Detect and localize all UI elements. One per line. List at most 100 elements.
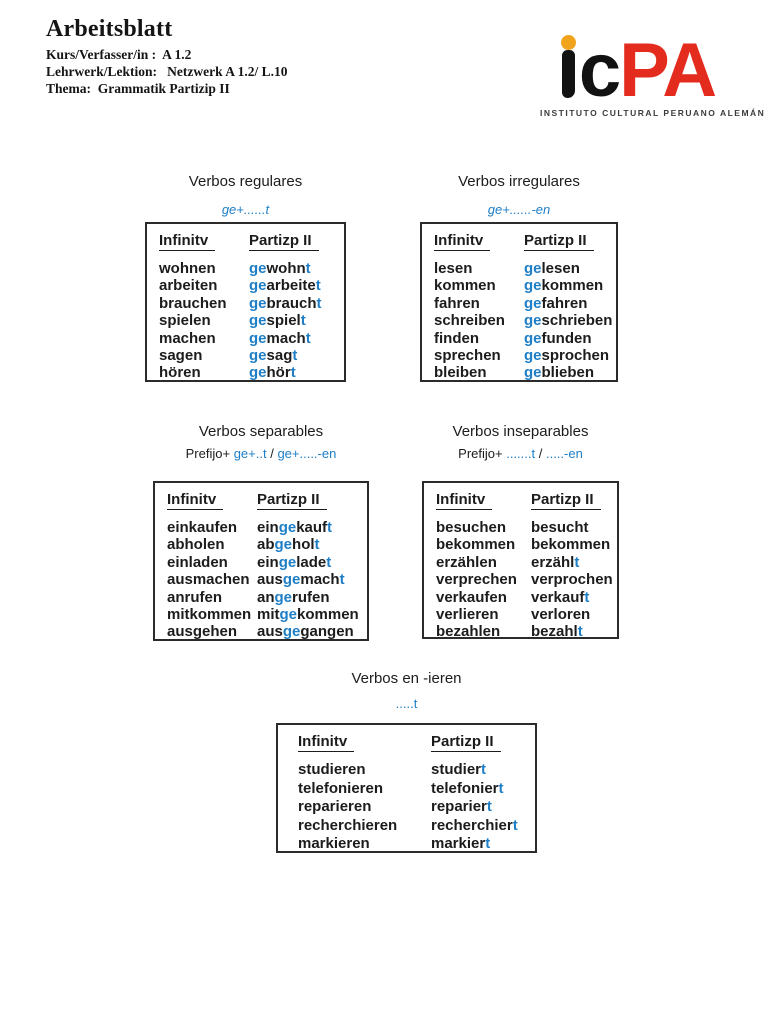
partizip-cell: recherchiert: [431, 816, 518, 834]
partizip-cell: eingekauft: [257, 519, 333, 536]
logo-caption: INSTITUTO CULTURAL PERUANO ALEMÁN: [540, 108, 766, 118]
group-title: Verbos inseparables: [452, 423, 589, 440]
column-header-infinitiv: Infinitv: [159, 231, 216, 251]
infinitive-cell: ausmachen: [167, 571, 250, 589]
infinitive-cell: verlieren: [436, 606, 499, 624]
infinitive-cell: einkaufen: [167, 519, 238, 536]
partizip-cell: mitgekommen: [257, 606, 359, 624]
partizip-cell: gefahren: [524, 294, 588, 312]
verb-row: wohnen gewohnt: [159, 260, 340, 277]
verb-row: bekommen bekommen: [436, 536, 613, 553]
infinitive-cell: kommen: [434, 277, 496, 295]
infinitive-cell: bleiben: [434, 364, 487, 382]
verb-group-inseparables: Verbos inseparables Prefijo+ .......t / …: [422, 423, 619, 641]
group-pattern: ge+......t: [221, 202, 270, 217]
table-header-row: Infinitv Partizp II: [159, 231, 340, 251]
infinitive-cell: telefonieren: [298, 779, 384, 797]
icpa-logo: c PA INSTITUTO CULTURAL PERUANO ALEMÁN: [540, 16, 766, 119]
verb-row: mitkommen mitgekommen: [167, 606, 363, 623]
infinitive-cell: bezahlen: [436, 623, 501, 641]
verb-row: anrufen angerufen: [167, 589, 363, 606]
partizip-cell: bekommen: [531, 536, 611, 554]
group-title: Verbos irregulares: [458, 173, 580, 190]
logo-orange-dot-icon: [560, 35, 576, 50]
partizip-cell: besucht: [531, 519, 589, 536]
infinitive-cell: schreiben: [434, 312, 505, 330]
infinitive-cell: brauchen: [159, 294, 227, 312]
partizip-cell: gewohnt: [249, 260, 311, 277]
table-header-row: Infinitv Partizp II: [167, 490, 363, 510]
logo-letter-c: c: [578, 28, 621, 113]
infinitive-cell: verprechen: [436, 571, 517, 589]
partizip-cell: erzählt: [531, 553, 580, 571]
column-header-infinitiv: Infinitv: [434, 231, 491, 251]
partizip-cell: verkauft: [531, 588, 590, 606]
group-pattern: .....t: [395, 696, 418, 711]
verb-row: abholen abgeholt: [167, 536, 363, 553]
column-header-infinitiv: Infinitv: [298, 732, 355, 752]
infinitive-cell: erzählen: [436, 553, 497, 571]
infinitive-cell: studieren: [298, 761, 366, 778]
infinitive-cell: abholen: [167, 536, 225, 554]
infinitive-cell: markieren: [298, 835, 370, 853]
column-header-partizip: Partizp II: [524, 231, 594, 251]
infinitive-cell: arbeiten: [159, 277, 218, 295]
column-header-infinitiv: Infinitv: [167, 490, 224, 510]
verb-row: ausgehen ausgegangen: [167, 623, 363, 640]
partizip-cell: bezahlt: [531, 623, 583, 641]
partizip-cell: gesagt: [249, 347, 298, 365]
group-pattern: Prefijo+ .......t / .....-en: [458, 446, 583, 461]
table-header-row: Infinitv Partizp II: [434, 231, 612, 251]
infinitive-cell: anrufen: [167, 588, 223, 606]
icpa-logo-letters: c PA: [540, 16, 736, 113]
group-title: Verbos separables: [198, 423, 324, 440]
verb-group-separables: Verbos separables Prefijo+ ge+..t / ge+.…: [153, 423, 369, 641]
infinitive-cell: lesen: [434, 260, 473, 277]
verb-row: einkaufen eingekauft: [167, 519, 363, 536]
verb-row: markieren markiert: [298, 835, 531, 854]
column-header-partizip: Partizp II: [431, 732, 501, 752]
partizip-cell: telefoniert: [431, 779, 504, 797]
partizip-cell: abgeholt: [257, 536, 320, 554]
column-header-partizip: Partizp II: [249, 231, 319, 251]
verb-row: fahren gefahren: [434, 295, 612, 312]
column-header-infinitiv: Infinitv: [436, 490, 493, 510]
partizip-cell: studiert: [431, 761, 487, 778]
infinitive-cell: besuchen: [436, 519, 507, 536]
verb-row: brauchen gebraucht: [159, 295, 340, 312]
infinitive-cell: ausgehen: [167, 623, 238, 641]
partizip-cell: gearbeitet: [249, 277, 321, 295]
group-pattern: ge+......-en: [487, 202, 551, 217]
logo-letters-pa: PA: [619, 28, 717, 113]
partizip-cell: gespielt: [249, 312, 306, 330]
infinitive-cell: machen: [159, 329, 216, 347]
infinitive-cell: wohnen: [159, 260, 216, 277]
partizip-cell: gesprochen: [524, 347, 610, 365]
partizip-cell: ausgegangen: [257, 623, 354, 641]
verb-row: verkaufen verkauft: [436, 589, 613, 606]
infinitive-cell: recherchieren: [298, 816, 398, 834]
verb-row: recherchieren recherchiert: [298, 817, 531, 836]
infinitive-cell: verkaufen: [436, 588, 507, 606]
infinitive-cell: mitkommen: [167, 606, 252, 624]
partizip-cell: geschrieben: [524, 312, 613, 330]
partizip-cell: angerufen: [257, 588, 330, 606]
infinitive-cell: sprechen: [434, 347, 501, 365]
column-header-partizip: Partizp II: [531, 490, 601, 510]
partizip-cell: gehört: [249, 364, 296, 382]
logo-i-stem: [561, 50, 575, 98]
verb-group-ieren: Verbos en -ieren .....t Infinitv Partizp…: [276, 670, 537, 853]
infinitive-cell: bekommen: [436, 536, 516, 554]
partizip-cell: gebraucht: [249, 294, 322, 312]
infinitive-cell: fahren: [434, 294, 480, 312]
partizip-cell: markiert: [431, 835, 491, 853]
